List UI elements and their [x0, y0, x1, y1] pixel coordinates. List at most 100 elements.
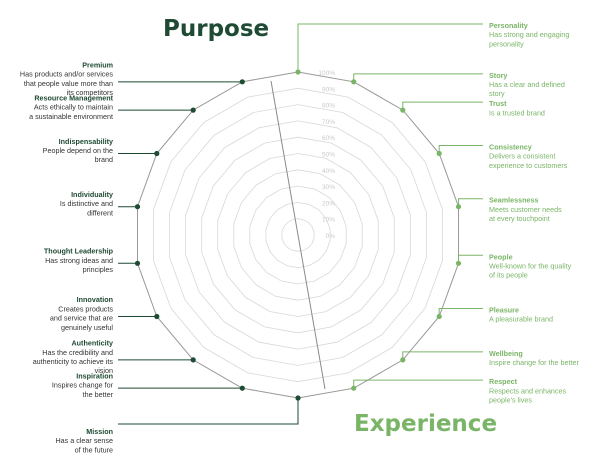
axis-description: authenticity to achieve its — [33, 357, 114, 366]
axis-description: people's lives — [489, 396, 532, 405]
axis-description: Is distinctive and — [60, 199, 113, 208]
axis-title: Respect — [489, 377, 518, 386]
scale-label: 80% — [322, 103, 335, 110]
axis-description: that people value more than — [24, 79, 113, 88]
axis-description: personality — [489, 39, 524, 48]
axis-description: the better — [83, 390, 114, 399]
axis-description: its competitors — [67, 88, 114, 97]
point-individuality — [134, 204, 141, 210]
axis-description: principles — [83, 265, 114, 274]
point-premium — [239, 79, 245, 85]
scale-label: 30% — [322, 184, 335, 191]
axis-title: Consistency — [489, 143, 532, 152]
axis-description: Inspire change for the better — [489, 358, 580, 367]
axis-description: Well-known for the quality — [489, 262, 572, 271]
axis-description: Has a clear and defined — [489, 80, 565, 89]
axis-title: Personality — [489, 21, 528, 30]
axis-description: Meets customer needs — [489, 205, 562, 214]
axis-description: Has strong ideas and — [45, 256, 113, 265]
point-resource-management — [190, 107, 196, 113]
scale-label: 70% — [322, 119, 335, 126]
axis-description: of the future — [75, 445, 113, 454]
axis-title: Indispensability — [59, 137, 113, 146]
axis-description: Delivers a consistent — [489, 152, 555, 161]
grid-ring-70 — [185, 120, 411, 350]
grid-ring-30 — [249, 185, 347, 285]
axis-title: Innovation — [77, 295, 113, 304]
grid-ring-60 — [201, 136, 395, 334]
leader-line — [402, 351, 483, 360]
experience-heading: Experience — [354, 411, 498, 437]
axis-title: Trust — [489, 99, 507, 108]
axis-description: Creates products — [58, 304, 113, 313]
point-story — [351, 79, 357, 85]
axis-description: at every touchpoint — [489, 214, 550, 223]
point-people — [455, 260, 462, 266]
point-pleasure — [436, 313, 442, 320]
axis-title: Wellbeing — [489, 349, 523, 358]
axis-description: Acts ethically to maintain — [34, 103, 113, 112]
axis-title: Premium — [82, 61, 113, 70]
point-trust — [400, 107, 406, 113]
axis-title: Story — [489, 71, 507, 80]
point-personality — [295, 69, 301, 75]
axis-description: vision — [95, 366, 113, 375]
point-respect — [351, 385, 357, 391]
leader-line — [402, 101, 483, 111]
point-authenticity — [190, 357, 196, 363]
axis-title: Seamlessness — [489, 196, 539, 205]
axis-description: Respects and enhances — [489, 386, 567, 395]
grid-ring-10 — [281, 218, 315, 252]
point-innovation — [154, 313, 160, 320]
axis-description: Has a clear sense — [55, 436, 113, 445]
radar-axes — [270, 80, 326, 390]
scale-label: 90% — [322, 86, 335, 93]
axis-description: Is a trusted brand — [489, 108, 545, 117]
axis-description: Has the credibility and — [42, 348, 113, 357]
purpose-heading: Purpose — [163, 16, 270, 42]
axis-description: People depend on the — [43, 146, 113, 155]
point-seamlessness — [455, 204, 462, 210]
scale-label: 20% — [322, 200, 335, 207]
leader-line — [353, 379, 483, 389]
axis-title: People — [489, 252, 513, 261]
axis-title: Individuality — [71, 190, 113, 199]
axis-description: a sustainable environment — [29, 112, 113, 121]
point-wellbeing — [400, 357, 406, 363]
leader-line — [458, 254, 483, 264]
axis-title: Thought Leadership — [44, 247, 114, 256]
axis-description: Has strong and engaging — [489, 30, 569, 39]
leader-line — [458, 198, 483, 207]
axis-title: Resource Management — [34, 93, 113, 102]
axis-description: experience to customers — [489, 161, 568, 170]
point-mission — [295, 395, 301, 401]
axis-description: genuinely useful — [61, 323, 113, 332]
axis-description: and service that are — [50, 314, 113, 323]
purpose-experience-divider — [270, 80, 326, 390]
grid-ring-20 — [265, 201, 331, 269]
axis-description: Inspires change for — [52, 381, 114, 390]
leader-line — [438, 145, 483, 154]
point-inspiration — [239, 385, 245, 391]
axis-title: Authenticity — [71, 339, 113, 348]
axis-description: A pleasurable brand — [489, 315, 553, 324]
axis-title: Pleasure — [489, 306, 519, 315]
leader-line — [118, 398, 299, 425]
